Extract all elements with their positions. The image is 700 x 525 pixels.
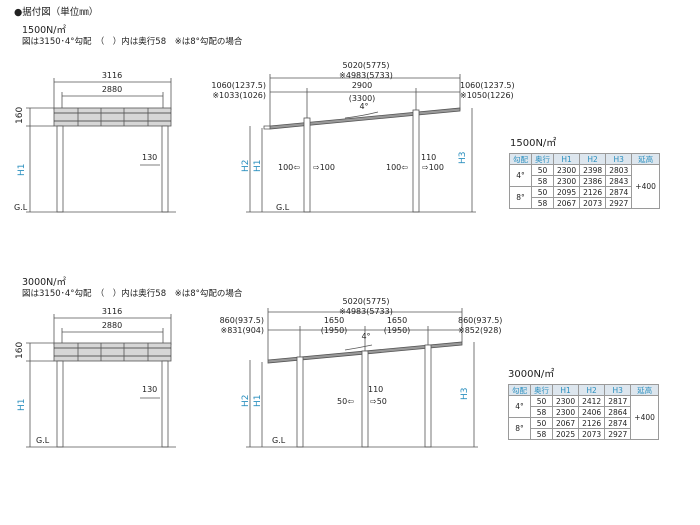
post-mid-label: 50⇦ xyxy=(337,397,354,406)
section1-load: 1500N/㎡ xyxy=(22,25,66,36)
spec-table-2: 勾配 奥行 H1 H2 H3 延高 4° 50 2300 2412 2817 +… xyxy=(508,384,659,440)
dim-left-over-alt: ※1033(1026) xyxy=(212,91,266,100)
dim-left-over: 1060(1237.5) xyxy=(211,81,266,90)
side-view-1 xyxy=(246,74,476,213)
col-depth: 奥行 xyxy=(531,153,554,165)
roof-panel xyxy=(53,107,172,127)
dim-right-over-alt: ※1050(1226) xyxy=(460,91,514,100)
dim-span-a: 1650 xyxy=(323,316,345,325)
col-slope: 勾配 xyxy=(509,153,532,165)
col-h2: H2 xyxy=(579,153,607,165)
dim-span-b: 1650 xyxy=(386,316,408,325)
dim-130: 130 xyxy=(142,385,158,394)
post-left-label: 100⇦ xyxy=(278,163,300,172)
dim-right-over-alt: ※852(928) xyxy=(458,326,502,335)
dim-130: 130 xyxy=(142,153,158,162)
table-header-row: 勾配 奥行 H1 H2 H3 延高 xyxy=(508,384,659,396)
angle-label: 4° xyxy=(361,332,371,341)
dim-right-over: 1060(1237.5) xyxy=(460,81,515,90)
table1-title: 1500N/㎡ xyxy=(510,138,557,149)
dim-total: 5020(5775) xyxy=(342,61,390,70)
col-h3: H3 xyxy=(605,153,633,165)
col-h3: H3 xyxy=(604,384,632,396)
ground-label: G.L xyxy=(36,436,50,445)
col-h1: H1 xyxy=(551,384,580,396)
table-row: 58 2300 2386 2843 xyxy=(510,175,660,187)
col-slope: 勾配 xyxy=(508,384,531,396)
ground-label-side: G.L xyxy=(272,436,286,445)
roof-panel xyxy=(53,342,172,362)
col-extend: 延高 xyxy=(631,153,660,165)
page-title: ●据付図（単位㎜） xyxy=(14,7,99,18)
table-row: 58 2025 2073 2927 xyxy=(509,428,659,440)
col-extend: 延高 xyxy=(630,384,659,396)
spec-table-1: 勾配 奥行 H1 H2 H3 延高 4° 50 2300 2398 2803 +… xyxy=(509,153,660,209)
dim-left-over-alt: ※831(904) xyxy=(220,326,264,335)
dim-h2: H2 xyxy=(241,394,251,408)
table-row: 4° 50 2300 2412 2817 +400 xyxy=(508,395,659,440)
dim-right-over: 860(937.5) xyxy=(458,316,503,325)
col-depth: 奥行 xyxy=(530,384,553,396)
section1-note: 図は3150･4°勾配 （ ）内は奥行58 ※は8°勾配の場合 xyxy=(22,37,243,47)
col-h2: H2 xyxy=(578,384,606,396)
table-header-row: 勾配 奥行 H1 H2 H3 延高 xyxy=(509,153,660,165)
dim-160: 160 xyxy=(15,106,25,124)
post-right-label: 100⇦ xyxy=(386,163,408,172)
dim-span-b-alt: (1950) xyxy=(383,326,411,335)
dim-span-a-alt: (1950) xyxy=(320,326,348,335)
table-row: 58 2067 2073 2927 xyxy=(510,197,660,209)
section2-load: 3000N/㎡ xyxy=(22,277,66,288)
dim-h1-side: H1 xyxy=(253,159,263,173)
dim-3116: 3116 xyxy=(101,71,123,80)
dim-left-over: 860(937.5) xyxy=(219,316,264,325)
table-row: 8° 50 2095 2126 2874 xyxy=(509,186,660,209)
dim-span-alt: (3300) xyxy=(348,94,376,103)
angle-label: 4° xyxy=(359,102,369,111)
ground-label: G.L xyxy=(14,203,28,212)
dim-h2: H2 xyxy=(241,159,251,173)
front-view-1 xyxy=(26,78,176,213)
dim-total-alt: ※4983(5733) xyxy=(339,307,393,316)
post-left-label-b: ⇨100 xyxy=(313,163,335,172)
post-mid-label-b: ⇨50 xyxy=(370,397,387,406)
table-row: 4° 50 2300 2398 2803 +400 xyxy=(509,164,660,209)
dim-h1-side: H1 xyxy=(253,394,263,408)
table2-title: 3000N/㎡ xyxy=(508,369,555,380)
col-h1: H1 xyxy=(552,153,581,165)
dim-2880: 2880 xyxy=(101,85,123,94)
dim-h1: H1 xyxy=(17,398,27,412)
dim-160: 160 xyxy=(15,341,25,359)
post-right-label-b: ⇨100 xyxy=(422,163,444,172)
roof-slope xyxy=(269,107,461,130)
section2-note: 図は3150･4°勾配 （ ）内は奥行58 ※は8°勾配の場合 xyxy=(22,289,243,299)
dim-h1: H1 xyxy=(17,163,27,177)
dim-total-alt: ※4983(5733) xyxy=(339,71,393,80)
dim-span: 2900 xyxy=(351,81,373,90)
dim-h3: H3 xyxy=(458,151,468,165)
dim-total: 5020(5775) xyxy=(342,297,390,306)
ground-label-side: G.L xyxy=(276,203,290,212)
front-view-2 xyxy=(26,314,176,448)
side-view-2 xyxy=(246,308,478,448)
dim-2880: 2880 xyxy=(101,321,123,330)
dim-110: 110 xyxy=(421,153,437,162)
dim-110: 110 xyxy=(368,385,384,394)
dim-h3: H3 xyxy=(460,387,470,401)
dim-3116: 3116 xyxy=(101,307,123,316)
